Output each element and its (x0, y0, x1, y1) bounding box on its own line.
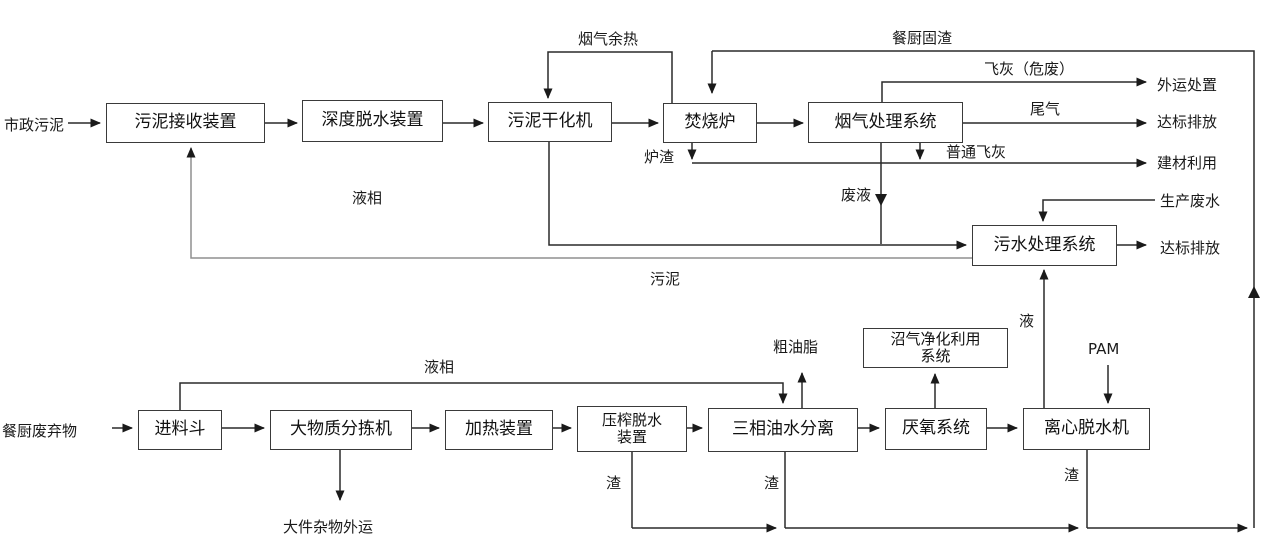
label-fly-ash-hazardous: 飞灰（危废） (984, 60, 1075, 78)
label-flue-gas-waste-heat: 烟气余热 (578, 30, 639, 48)
label-residue-centrifuge: 渣 (1064, 466, 1080, 484)
label-discharge-standard-1: 达标排放 (1157, 113, 1218, 131)
label-tail-gas: 尾气 (1030, 100, 1061, 118)
label-sludge-return: 污泥 (650, 270, 681, 288)
label-building-material-use: 建材利用 (1157, 154, 1218, 172)
node-sewage-treatment: 污水处理系统 (972, 225, 1117, 266)
node-sludge-dryer: 污泥干化机 (488, 102, 612, 142)
node-flue-gas-treatment: 烟气处理系统 (808, 102, 963, 143)
label-crude-oil: 粗油脂 (773, 338, 819, 356)
label-waste-liquid: 废液 (841, 186, 872, 204)
label-liquid: 液 (1019, 312, 1035, 330)
label-municipal-sludge: 市政污泥 (4, 116, 65, 134)
label-bulky-waste-removal: 大件杂物外运 (283, 518, 374, 536)
node-incinerator: 焚烧炉 (663, 103, 757, 143)
label-discharge-standard-2: 达标排放 (1160, 239, 1221, 257)
label-liquid-phase-bottom: 液相 (424, 358, 455, 376)
label-kitchen-waste: 餐厨废弃物 (2, 422, 78, 440)
node-centrifugal-dewatering: 离心脱水机 (1023, 408, 1150, 450)
node-deep-dewatering: 深度脱水装置 (302, 100, 443, 142)
node-anaerobic-system: 厌氧系统 (885, 408, 987, 450)
label-residue-press: 渣 (606, 474, 622, 492)
label-kitchen-solid-residue: 餐厨固渣 (892, 29, 953, 47)
label-liquid-phase-top: 液相 (352, 189, 383, 207)
node-heating-device: 加热装置 (445, 410, 553, 450)
label-furnace-slag: 炉渣 (644, 148, 675, 166)
node-large-object-sorter: 大物质分拣机 (270, 410, 412, 450)
label-residue-three-phase: 渣 (764, 474, 780, 492)
node-feed-hopper: 进料斗 (138, 410, 222, 450)
node-three-phase-separation: 三相油水分离 (708, 408, 858, 452)
label-production-wastewater: 生产废水 (1160, 192, 1221, 210)
node-sludge-receiving: 污泥接收装置 (106, 103, 265, 143)
node-biogas-purification: 沼气净化利用 系统 (863, 328, 1008, 368)
label-offsite-disposal: 外运处置 (1157, 76, 1218, 94)
label-ordinary-fly-ash: 普通飞灰 (946, 143, 1007, 161)
node-press-dewatering: 压榨脱水 装置 (577, 406, 687, 452)
label-pam: PAM (1088, 340, 1120, 358)
